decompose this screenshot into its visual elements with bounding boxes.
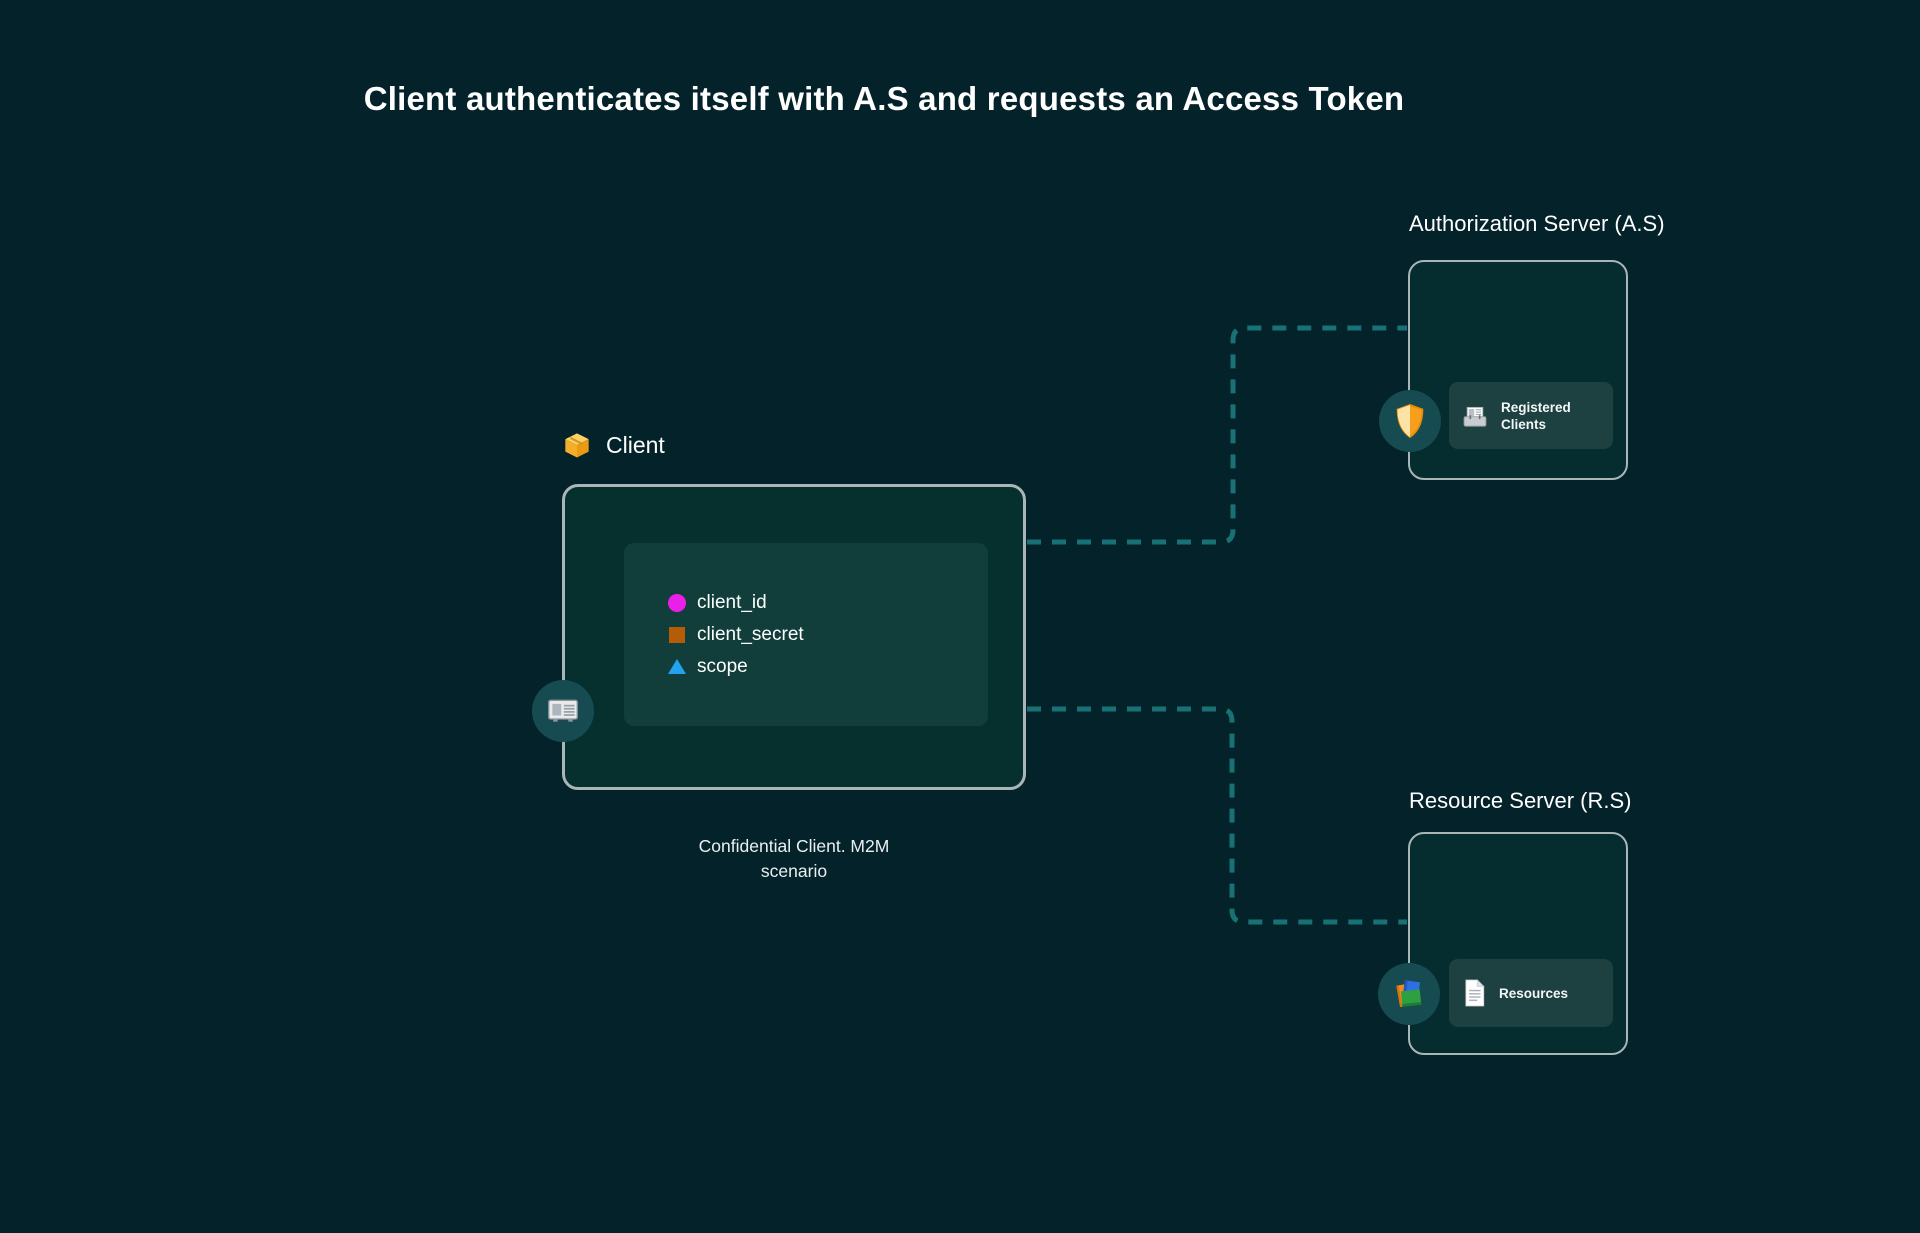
client-id-row: client_id <box>668 591 988 615</box>
client-id-label: client_id <box>697 591 767 613</box>
client-secret-row: client_secret <box>668 623 988 647</box>
client-caption-line2: scenario <box>760 861 828 881</box>
books-icon <box>1391 976 1427 1012</box>
connector-client-to-resource-server <box>1027 706 1407 925</box>
resources-panel: Resources <box>1449 959 1613 1027</box>
connector-client-to-auth-server <box>1027 325 1407 545</box>
client-credentials-panel: client_id client_secret scope <box>624 543 988 726</box>
package-icon <box>562 430 592 460</box>
auth-server-badge <box>1379 390 1441 452</box>
resources-label: Resources <box>1499 985 1569 1001</box>
resource-server-label: Resource Server (R.S) <box>1409 788 1632 813</box>
terminal-card-icon <box>547 698 579 724</box>
client-caption-line1: Confidential Client. M2M <box>698 836 890 856</box>
page-icon <box>1461 978 1487 1008</box>
triangle-bullet-icon <box>668 659 686 674</box>
client-caption: Confidential Client. M2M scenario <box>562 834 1026 884</box>
client-node-label: Client <box>562 430 665 460</box>
square-bullet-icon <box>669 626 685 643</box>
scope-label: scope <box>697 655 748 677</box>
client-secret-label: client_secret <box>697 623 804 645</box>
scope-row: scope <box>668 655 988 679</box>
auth-server-label: Authorization Server (A.S) <box>1409 211 1665 236</box>
circle-bullet-icon <box>668 593 686 612</box>
card-index-icon <box>1461 402 1489 430</box>
resource-server-badge <box>1378 963 1440 1025</box>
registered-clients-panel: Registered Clients <box>1449 382 1613 449</box>
diagram-title: Client authenticates itself with A.S and… <box>363 80 1405 117</box>
registered-clients-label: Registered Clients <box>1501 399 1571 432</box>
client-label-text: Client <box>606 431 665 458</box>
client-badge <box>532 680 594 742</box>
shield-icon <box>1394 403 1426 439</box>
